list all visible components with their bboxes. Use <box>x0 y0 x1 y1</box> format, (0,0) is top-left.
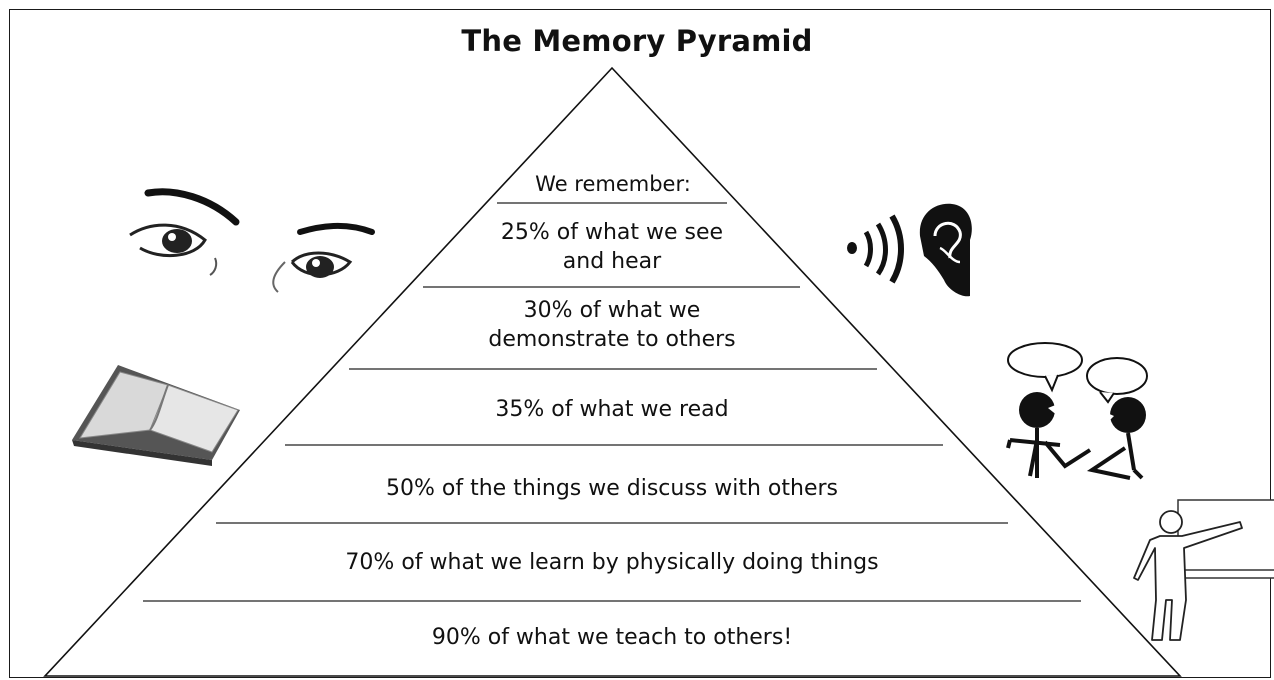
tier-2-line-2: demonstrate to others <box>488 327 736 352</box>
tier-3: 35% of what we read <box>495 397 729 422</box>
tier-2: 30% of what we demonstrate to others <box>392 296 832 354</box>
tier-1-line-1: 25% of what we see <box>500 220 724 245</box>
tier-dividers <box>143 202 1081 602</box>
eyes-icon <box>129 188 375 293</box>
conversation-icon <box>1006 342 1148 480</box>
page-title: The Memory Pyramid <box>461 24 813 58</box>
tier-2-line-1: 30% of what we <box>523 298 701 323</box>
tier-4: 50% of the things we discuss with others <box>386 476 838 501</box>
pyramid-header: We remember: <box>535 172 691 196</box>
tier-6: 90% of what we teach to others! <box>431 625 793 650</box>
book-icon <box>72 365 240 466</box>
tier-5: 70% of what we learn by physically doing… <box>345 550 879 575</box>
tier-1-line-2: and hear <box>562 249 662 274</box>
tier-1: 25% of what we see and hear <box>432 218 792 276</box>
pyramid-outline <box>43 66 1182 677</box>
teacher-icon <box>1133 499 1274 641</box>
ear-sound-icon <box>847 203 972 297</box>
